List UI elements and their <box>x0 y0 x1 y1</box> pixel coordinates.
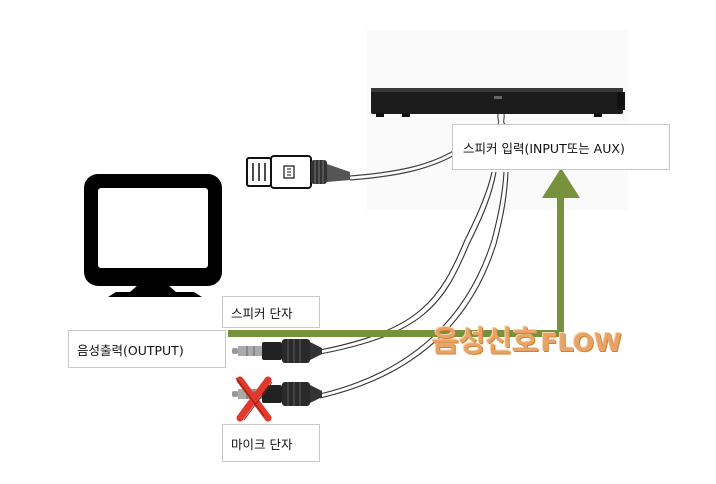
red-x-outline <box>235 377 273 421</box>
signal-flow-korean: 음성신호 <box>432 324 539 358</box>
audio-jack-icon <box>232 339 322 363</box>
signal-flow-label: 음성신호FLOW <box>432 318 622 360</box>
mic-terminal-label: 마이크 단자 <box>222 424 320 462</box>
monitor-icon <box>84 174 222 297</box>
speaker-input-label: 스피커 입력(INPUT또는 AUX) <box>452 124 670 170</box>
red-x-icon <box>236 376 272 422</box>
speaker-photo-backdrop <box>366 30 628 210</box>
speaker-terminal-label: 스피커 단자 <box>222 296 320 328</box>
soundbar-speaker <box>371 88 625 125</box>
audio-output-label: 음성출력(OUTPUT) <box>68 330 226 368</box>
signal-flow-arrow <box>228 168 580 337</box>
usb-plug-icon <box>246 155 350 189</box>
usb-cable <box>349 149 459 181</box>
signal-flow-english: FLOW <box>540 328 622 357</box>
